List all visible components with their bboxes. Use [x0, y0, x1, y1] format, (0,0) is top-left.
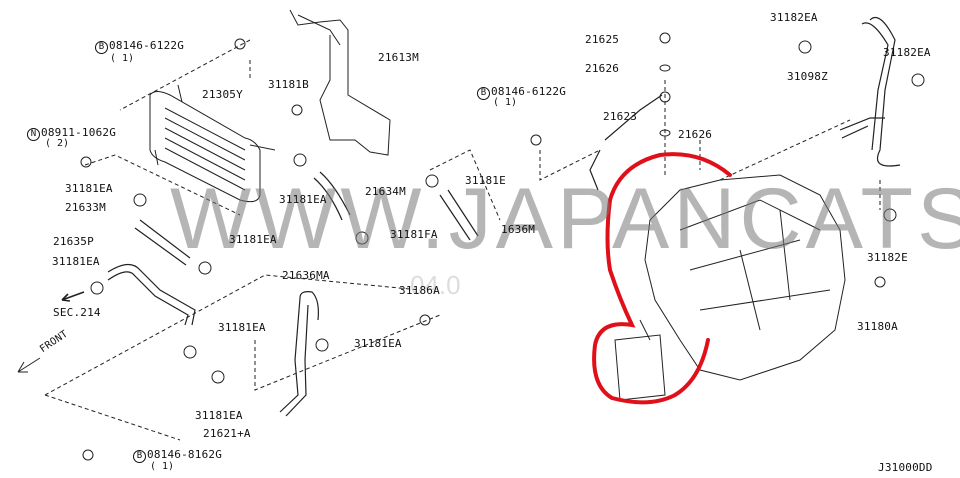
label-21623: 21623 [603, 110, 638, 123]
label-31181ea: 31181EA [195, 409, 243, 422]
label-31181ea: 31181EA [279, 193, 327, 206]
label-21621a: 21621+A [203, 427, 251, 440]
label-31182e: 31182E [867, 251, 908, 264]
label-31181ea: 31181EA [65, 182, 113, 195]
sec-arrow-icon [61, 291, 85, 302]
qty: ( 1) [493, 97, 518, 108]
part-number: 08146-6122G [109, 39, 185, 52]
label-21634m: 21634M [365, 185, 406, 198]
b-circle-icon: B [133, 450, 146, 463]
section-ref: SEC.214 [53, 306, 101, 319]
label-31098z: 31098Z [787, 70, 828, 83]
b-circle-icon: B [95, 41, 108, 54]
qty: ( 1) [110, 53, 135, 64]
label-31181ea: 31181EA [52, 255, 100, 268]
label-31180a: 31180A [857, 320, 898, 333]
watermark: WWW.JAPANCATS.RU [170, 171, 960, 267]
qty: ( 1) [150, 461, 175, 472]
label-31181ea: 31181EA [229, 233, 277, 246]
part-number: 08911-1062G [41, 126, 117, 139]
part-number: 08146-8162G [147, 448, 223, 461]
watermark-date: 04.0 [410, 270, 461, 300]
label-31186a: 31186A [399, 284, 440, 297]
qty: ( 2) [45, 138, 70, 149]
leader-lines [44, 39, 881, 441]
bracket-drawing [289, 9, 391, 156]
label-31181fa: 31181FA [390, 228, 438, 241]
label-21625: 21625 [585, 33, 620, 46]
label-21305y: 21305Y [202, 88, 243, 101]
diagram-code: J31000DD [878, 461, 933, 474]
label-31181ea: 31181EA [218, 321, 266, 334]
oil-cooler-drawing [149, 84, 276, 203]
label-31182ea: 31182EA [883, 46, 931, 59]
label-21636ma: 21636MA [282, 269, 330, 282]
n-circle-icon: N [27, 128, 40, 141]
hoses-drawing [107, 16, 901, 417]
label-21613m: 21613M [378, 51, 419, 64]
b-circle-icon: B [477, 87, 490, 100]
label-21626: 21626 [678, 128, 713, 141]
label-21633m: 21633M [65, 201, 106, 214]
label-21636m: 1636M [501, 223, 536, 236]
label-31181b: 31181B [268, 78, 309, 91]
part-number: 08146-6122G [491, 85, 567, 98]
label-21626: 21626 [585, 62, 620, 75]
label-31181ea: 31181EA [354, 337, 402, 350]
label-31182ea: 31182EA [770, 11, 818, 24]
front-arrow-icon [17, 357, 41, 373]
fasteners-drawing [80, 32, 925, 461]
highlight-marker [592, 152, 732, 405]
label-31181e: 31181E [465, 174, 506, 187]
transmission-drawing [614, 174, 846, 401]
label-21635p: 21635P [53, 235, 94, 248]
